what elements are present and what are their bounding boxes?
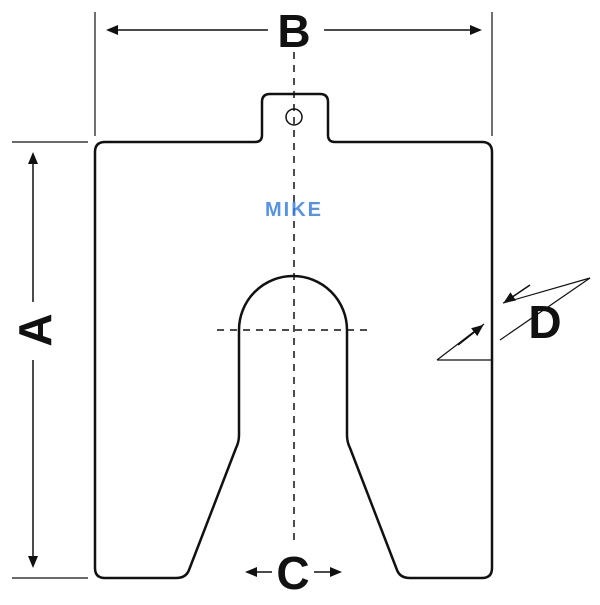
watermark-logo: MIKE xyxy=(265,199,323,221)
dimension-label-a: A xyxy=(9,313,61,346)
d-arrow-lower xyxy=(457,324,484,346)
d-plane-top-edge xyxy=(499,277,591,341)
dimension-label-b: B xyxy=(277,5,310,57)
shim-outline xyxy=(93,92,494,580)
d-plane-top xyxy=(502,277,591,304)
d-arrow-upper xyxy=(503,284,531,304)
dimension-label-c: C xyxy=(276,547,309,599)
dimension-label-d: D xyxy=(528,296,561,348)
